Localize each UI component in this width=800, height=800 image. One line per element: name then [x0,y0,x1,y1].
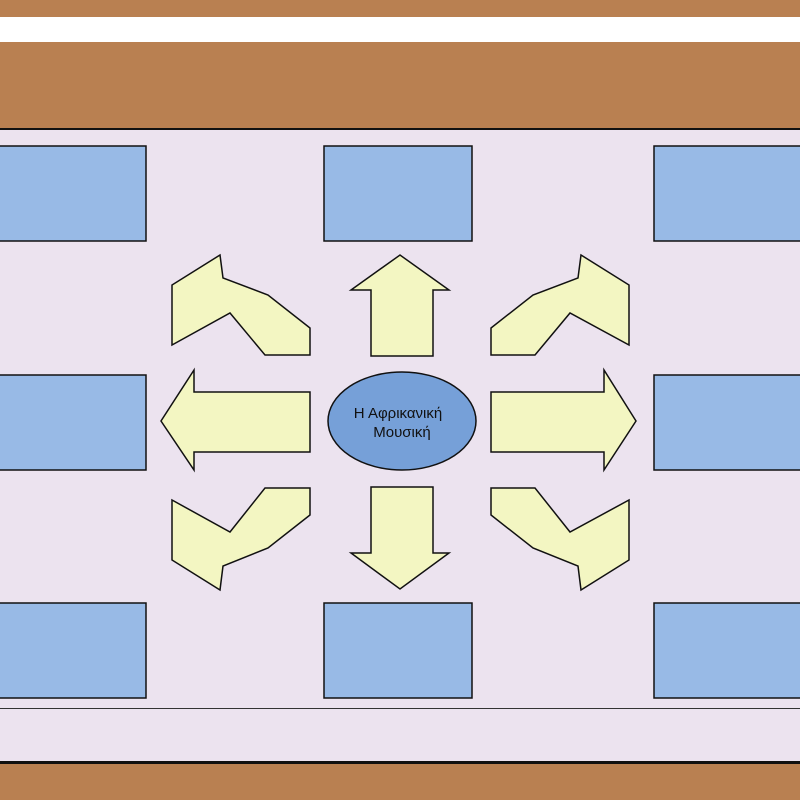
box-middle-right[interactable] [653,374,800,471]
box-top-left[interactable] [0,145,147,242]
box-top-center[interactable] [323,145,473,242]
box-bottom-center[interactable] [323,602,473,699]
arrow-up-right [490,253,630,356]
arrow-down-right [490,487,630,592]
arrow-left [160,367,311,473]
panel-bottom-rule [0,761,800,764]
arrow-down [348,486,452,590]
panel-bottom-line [0,708,800,709]
box-middle-left[interactable] [0,374,147,471]
box-bottom-right[interactable] [653,602,800,699]
arrow-right [490,367,637,473]
arrow-up [348,254,452,357]
header-frame-band [0,42,800,128]
center-node [327,371,477,471]
box-top-right[interactable] [653,145,800,242]
bottom-frame-band [0,764,800,800]
center-label-line-2: Μουσική [373,424,430,441]
center-label-line-1: Η Αφρικανική [354,405,442,422]
box-bottom-left[interactable] [0,602,147,699]
top-white-stripe [0,17,800,42]
arrow-up-left [171,253,311,356]
top-frame-band [0,0,800,17]
panel-top-rule [0,128,800,130]
arrow-down-left [171,487,311,592]
